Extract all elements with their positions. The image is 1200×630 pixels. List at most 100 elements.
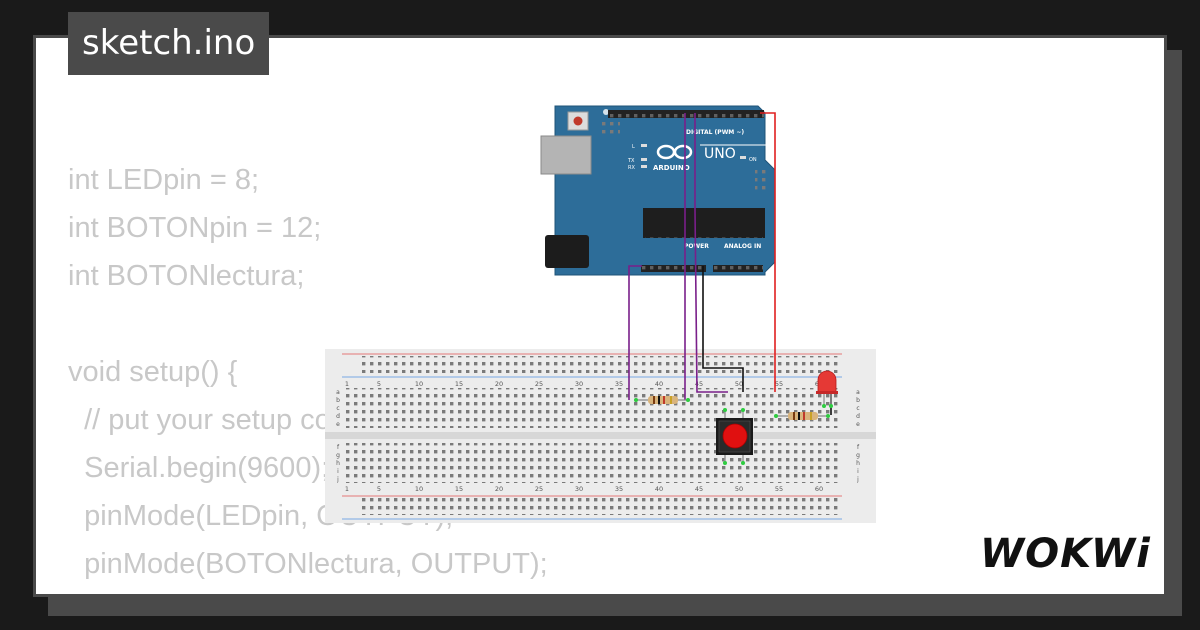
lower-terminal-holes — [342, 443, 838, 483]
row-letter-a: a — [336, 389, 340, 396]
row-letter-b: b — [336, 397, 340, 404]
col-num-bottom-10: 10 — [415, 485, 423, 493]
resistor-2-band-2 — [798, 412, 800, 420]
col-num-50: 50 — [735, 380, 743, 388]
chip-pins-top — [645, 206, 763, 209]
resistor-2-band-1 — [793, 412, 795, 420]
row-letter-g: g — [336, 452, 340, 459]
resistor-1-band-3 — [663, 396, 665, 404]
wokwi-logo-text: WOKWi — [980, 531, 1151, 577]
row-letter-d: d — [336, 413, 340, 420]
upper-terminal-holes — [342, 388, 838, 428]
led-l-label: L — [632, 144, 635, 150]
wire-black-gnd[interactable] — [702, 266, 744, 392]
row-letter-e: e — [336, 421, 340, 428]
led-dome — [817, 370, 837, 393]
row-letter-right-i: i — [857, 468, 859, 475]
arduino-logo-right-icon — [673, 144, 693, 160]
col-num-bottom-55: 55 — [775, 485, 783, 493]
button-pin-2 — [741, 408, 745, 412]
col-num-40: 40 — [655, 380, 663, 388]
pushbutton[interactable] — [716, 408, 753, 465]
wire-red[interactable] — [760, 112, 776, 392]
led-l — [641, 144, 647, 147]
col-num-30: 30 — [575, 380, 583, 388]
col-num-45: 45 — [695, 380, 703, 388]
col-num-1: 1 — [345, 380, 349, 388]
wires — [628, 112, 832, 415]
button-pin-1 — [723, 408, 727, 412]
code-line-1: int LEDpin = 8; — [68, 164, 260, 196]
rx-label: RX — [628, 165, 635, 171]
col-num-bottom-15: 15 — [455, 485, 463, 493]
code-line-9: pinMode(BOTONlectura, OUTPUT); — [68, 548, 548, 580]
code-editor[interactable]: int LEDpin = 8; int BOTONpin = 12; int BOT… — [68, 156, 598, 594]
resistor-2[interactable] — [774, 412, 830, 420]
icsp-header — [600, 122, 620, 135]
code-line-5: void setup() { — [68, 356, 238, 388]
code-line-3: int BOTONlectura; — [68, 260, 305, 292]
row-letter-j: j — [336, 476, 339, 483]
col-num-55: 55 — [775, 380, 783, 388]
led-on — [740, 156, 746, 159]
red-led[interactable] — [816, 370, 838, 408]
resistor-1-band-1 — [653, 396, 655, 404]
col-num-bottom-30: 30 — [575, 485, 583, 493]
col-num-bottom-20: 20 — [495, 485, 503, 493]
wokwi-logo[interactable]: WOKWi — [944, 488, 1154, 583]
col-num-bottom-35: 35 — [615, 485, 623, 493]
mounting-hole — [603, 109, 609, 115]
col-num-25: 25 — [535, 380, 543, 388]
col-num-bottom-40: 40 — [655, 485, 663, 493]
led-rim — [816, 391, 838, 394]
chip-pins-bottom — [645, 237, 763, 240]
digital-label: DIGITAL (PWM ~) — [686, 129, 744, 136]
top-power-holes — [360, 356, 840, 373]
col-num-15: 15 — [455, 380, 463, 388]
power-header-pins — [641, 265, 706, 272]
row-letter-right-f: f — [857, 444, 860, 451]
row-letter-c: c — [336, 405, 339, 412]
row-letter-right-e: e — [856, 421, 860, 428]
col-num-bottom-50: 50 — [735, 485, 743, 493]
resistor-2-pin-a — [774, 414, 778, 418]
col-num-20: 20 — [495, 380, 503, 388]
resistor-1-pin-a — [634, 398, 638, 402]
button-cap — [722, 423, 748, 449]
button-pin-4 — [741, 461, 745, 465]
wire-purple-pin8[interactable] — [694, 113, 728, 393]
wire-purple-5v[interactable] — [628, 265, 642, 400]
row-letter-right-a: a — [856, 389, 860, 396]
row-letter-right-j: j — [856, 476, 859, 483]
row-letter-right-d: d — [856, 413, 860, 420]
row-letter-right-h: h — [856, 460, 860, 467]
resistor-1-band-2 — [658, 396, 660, 404]
row-letter-i: i — [337, 468, 339, 475]
code-line-2: int BOTONpin = 12; — [68, 212, 322, 244]
led-rx — [641, 165, 647, 168]
resistor-2-pin-b — [826, 414, 830, 418]
row-letter-h: h — [336, 460, 340, 467]
reset-button-cap — [573, 116, 583, 126]
led-tx — [641, 158, 647, 161]
filename-tab[interactable]: sketch.ino — [68, 12, 270, 75]
resistor-1[interactable] — [634, 396, 690, 404]
col-num-5: 5 — [377, 380, 381, 388]
usb-port — [540, 135, 592, 175]
col-num-10: 10 — [415, 380, 423, 388]
row-letter-right-g: g — [856, 452, 860, 459]
breadboard: 1 5 10 15 20 25 30 35 40 45 50 55 60 1 5… — [325, 349, 876, 523]
col-num-bottom-5: 5 — [377, 485, 381, 493]
arduino-uno-board[interactable]: DIGITAL (PWM ~) ARDUINO UNO L TX RX ON P… — [540, 105, 776, 276]
led-pin-a — [822, 404, 826, 408]
col-num-bottom-1: 1 — [345, 485, 349, 493]
arduino-text: ARDUINO — [653, 164, 690, 172]
arduino-logo: ARDUINO — [653, 144, 693, 172]
resistor-2-band-4 — [810, 412, 812, 420]
tx-label: TX — [627, 158, 635, 164]
on-label: ON — [749, 157, 757, 163]
row-letter-right-b: b — [856, 397, 860, 404]
center-channel — [325, 432, 876, 439]
col-num-bottom-25: 25 — [535, 485, 543, 493]
